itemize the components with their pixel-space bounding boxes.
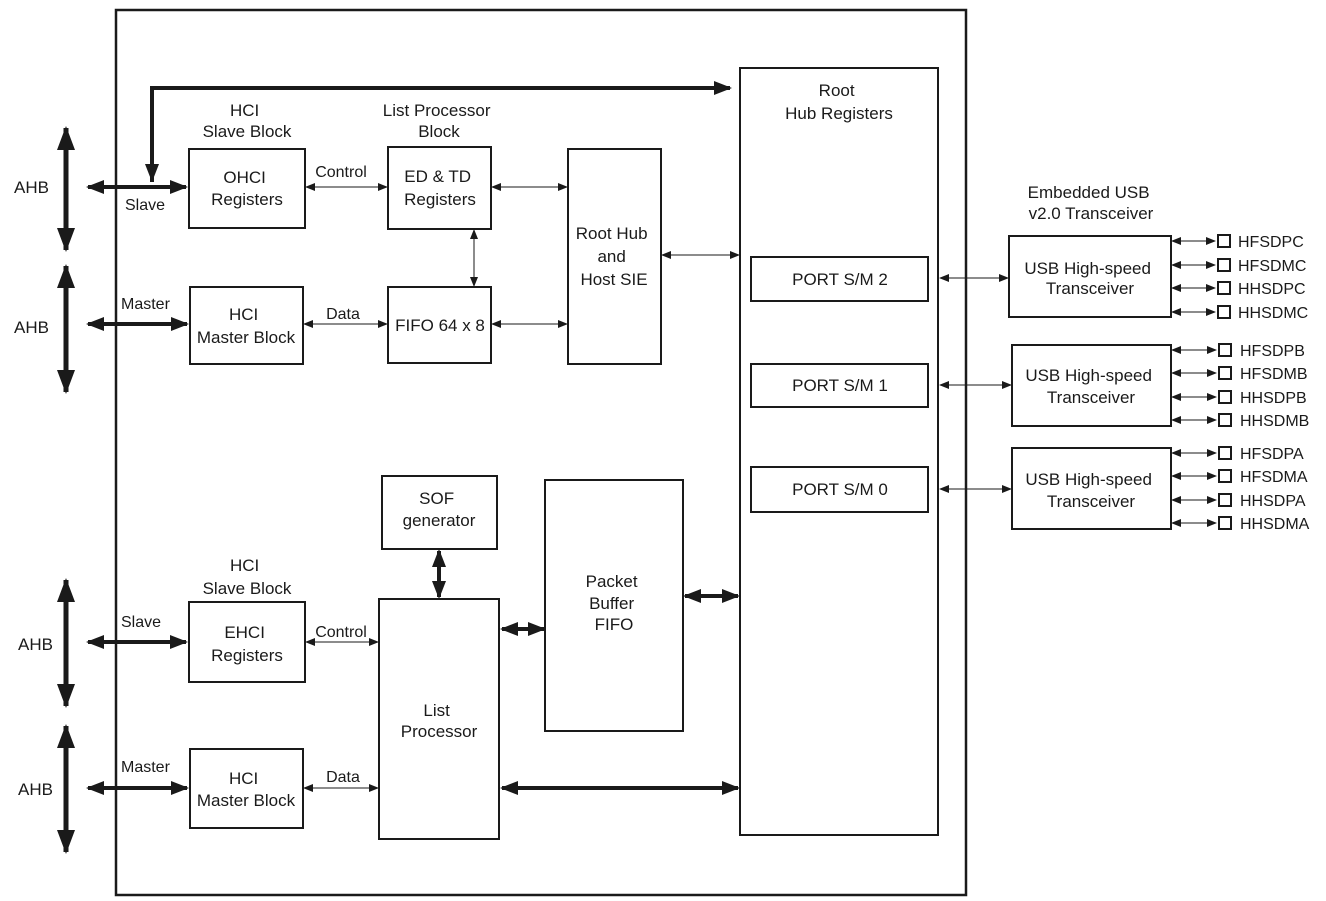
ahb-label: AHB	[14, 318, 49, 337]
root-hub-host-sie-block: Root Hub and Host SIE	[567, 148, 662, 365]
ahb-bus-2: AHB	[14, 264, 75, 394]
hci-slave-block-heading-bottom: HCI Slave Block	[203, 556, 292, 598]
pin-hfsdmb	[1218, 366, 1232, 380]
pin-label: HFSDPA	[1240, 446, 1304, 463]
svg-text:Packet Buffer FIFO: Packet Buffer FIFO	[586, 572, 643, 634]
list-processor-block: List Processor	[378, 598, 500, 840]
pin-label: HHSDMC	[1238, 305, 1308, 322]
pins-a: HFSDPA HFSDMA HHSDPA HHSDMA	[1171, 446, 1310, 533]
pin-label: HFSDPC	[1238, 234, 1304, 251]
svg-text:USB High-speed Transceiv: USB High-speed Transceiver	[1025, 366, 1156, 407]
svg-text:OHCI Registers: OHCI Registers	[211, 168, 283, 209]
bottom-connectors: Slave Control Master Data	[86, 549, 740, 795]
data-label: Data	[326, 306, 360, 323]
sof-generator-block: SOF generator	[381, 475, 498, 550]
embedded-usb-transceiver-heading: Embedded USB v2.0 Transceiver	[1028, 183, 1155, 223]
ahb-label: AHB	[14, 178, 49, 197]
master-label: Master	[121, 296, 171, 313]
ehci-registers-block: EHCI Registers	[188, 601, 306, 683]
svg-text:HCI Master Block: HCI Master Block	[197, 305, 296, 347]
slave-label: Slave	[121, 614, 161, 631]
chip-boundary	[114, 8, 968, 897]
ohci-registers-block: OHCI Registers	[188, 148, 306, 229]
pin-hfsdpb	[1218, 343, 1232, 357]
svg-text:PORT S/M 0: PORT S/M 0	[792, 480, 888, 499]
pin-hhsdma	[1218, 516, 1232, 530]
pin-label: HFSDMC	[1238, 258, 1306, 275]
ahb-label: AHB	[18, 780, 53, 799]
ahb-bus-4: AHB	[18, 724, 75, 854]
packet-buffer-fifo-block: Packet Buffer FIFO	[544, 479, 684, 732]
svg-text:HCI Master Block: HCI Master Block	[197, 769, 296, 810]
port-sm-2: PORT S/M 2	[750, 256, 929, 302]
pins-b: HFSDPB HFSDMB HHSDPB HHSDMB	[1171, 343, 1309, 430]
port-sm-1: PORT S/M 1	[750, 363, 929, 408]
hci-slave-block-heading-top: HCI Slave Block	[203, 101, 292, 141]
pin-label: HFSDPB	[1240, 343, 1305, 360]
svg-text:FIFO 64 x 8: FIFO 64 x 8	[395, 316, 485, 335]
svg-text:Root Hub Registers: Root Hub Registers	[785, 81, 893, 123]
pin-label: HHSDMB	[1240, 413, 1309, 430]
pin-hfsdma	[1218, 469, 1232, 483]
list-processor-block-heading: List Processor Block	[383, 101, 495, 141]
pin-hhsdpc	[1217, 281, 1231, 295]
usb-transceiver-a: USB High-speed Transceiver	[939, 447, 1172, 530]
svg-text:EHCI Registers: EHCI Registers	[211, 623, 283, 665]
master-label: Master	[121, 759, 171, 776]
svg-text:USB High-speed Transceiv: USB High-speed Transceiver	[1025, 470, 1156, 511]
ed-td-registers-block: ED & TD Registers	[387, 146, 492, 230]
pin-hfsdmc	[1217, 258, 1231, 272]
top-connectors: Slave Control Master Data	[86, 81, 740, 331]
svg-text:List Processor: List Processor	[401, 701, 478, 741]
hci-master-block-top: HCI Master Block	[189, 286, 304, 365]
svg-text:Root Hub and Host: Root Hub and Host SIE	[576, 224, 653, 289]
fifo-block: FIFO 64 x 8	[387, 286, 492, 364]
svg-text:SOF generator: SOF generator	[403, 489, 476, 530]
control-label: Control	[315, 164, 367, 181]
ahb-bus-3: AHB	[18, 578, 75, 708]
pin-label: HHSDPC	[1238, 281, 1306, 298]
pin-label: HHSDPA	[1240, 493, 1306, 510]
ahb-bus-1: AHB	[14, 126, 75, 252]
pin-label: HHSDPB	[1240, 390, 1307, 407]
pin-label: HFSDMB	[1240, 366, 1308, 383]
hci-master-block-bottom: HCI Master Block	[189, 748, 304, 829]
svg-text:ED & TD Registers: ED & TD Registers	[404, 167, 476, 209]
port-sm-0: PORT S/M 0	[750, 466, 929, 513]
pin-hfsdpa	[1218, 446, 1232, 460]
pins-c: HFSDPC HFSDMC HHSDPC HHSDMC	[1171, 234, 1308, 322]
svg-text:PORT S/M 2: PORT S/M 2	[792, 270, 888, 289]
pin-label: HHSDMA	[1240, 516, 1310, 533]
data-label: Data	[326, 769, 360, 786]
ahb-label: AHB	[18, 635, 53, 654]
pin-hhsdmb	[1218, 413, 1232, 427]
control-label: Control	[315, 624, 367, 641]
pin-hhsdmc	[1217, 305, 1231, 319]
usb-transceiver-c: USB High-speed Transceiver	[939, 235, 1172, 318]
pin-hhsdpb	[1218, 390, 1232, 404]
slave-label: Slave	[125, 197, 165, 214]
svg-text:PORT S/M 1: PORT S/M 1	[792, 376, 888, 395]
root-hub-registers-block: Root Hub Registers	[739, 67, 939, 836]
usb-transceiver-b: USB High-speed Transceiver	[939, 344, 1172, 427]
pin-label: HFSDMA	[1240, 469, 1308, 486]
svg-text:USB High-speed Transceiv: USB High-speed Transceiver	[1024, 259, 1155, 298]
pin-hhsdpa	[1218, 493, 1232, 507]
pin-hfsdpc	[1217, 234, 1231, 248]
